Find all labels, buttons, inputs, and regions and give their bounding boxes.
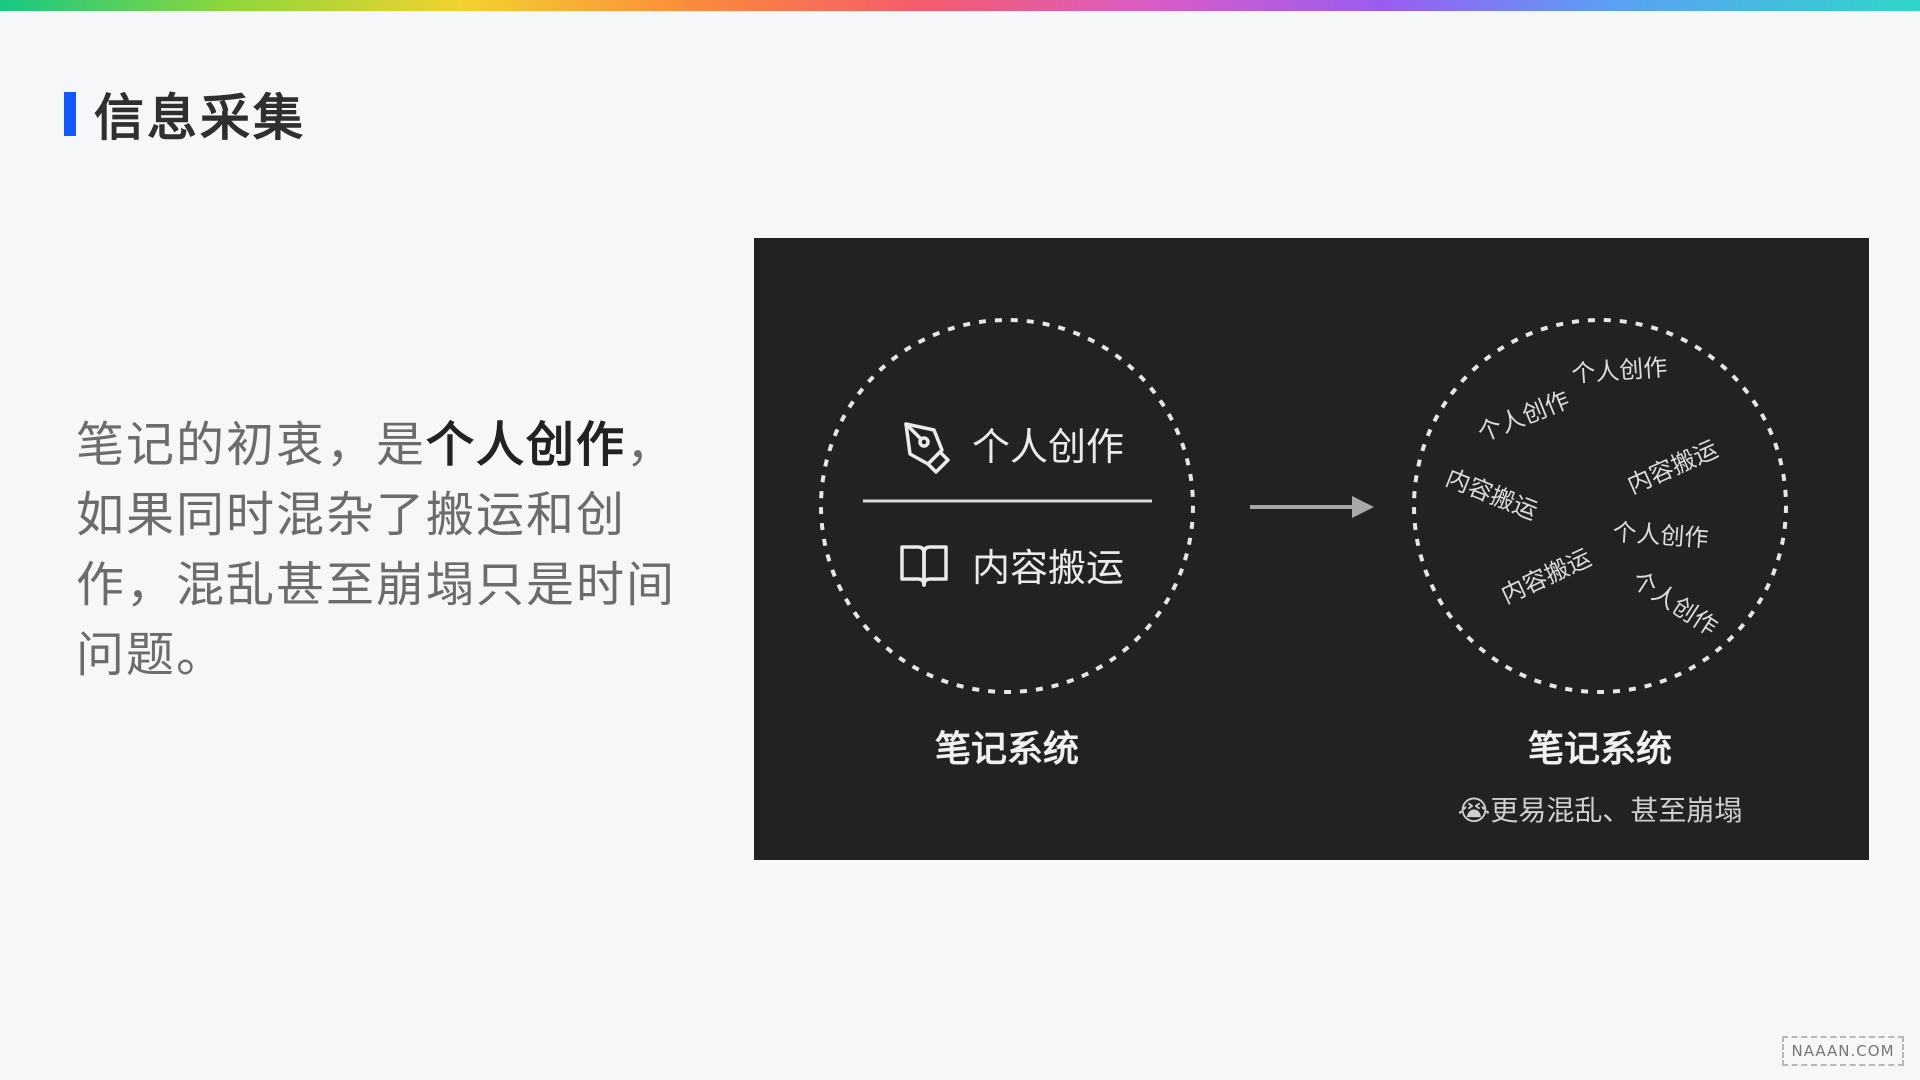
- left-item-personal-creation: 个人创作: [972, 425, 1124, 469]
- scattered-label: 内容搬运: [1442, 464, 1541, 526]
- rainbow-top-bar: [0, 0, 1920, 11]
- scattered-label: 个人创作: [1627, 566, 1723, 642]
- scattered-label: 内容搬运: [1623, 435, 1722, 500]
- page-title: 信息采集: [64, 86, 306, 147]
- crying-face-emoji: 😭: [1458, 794, 1491, 827]
- left-caption: 笔记系统: [935, 729, 1079, 770]
- scattered-label: 个人创作: [1612, 518, 1710, 553]
- right-dashed-circle: [1412, 318, 1788, 694]
- watermark-logo: NAAAN.COM: [1782, 1036, 1904, 1066]
- scattered-label: 内容搬运: [1497, 543, 1596, 609]
- scattered-label: 个人创作: [1570, 353, 1668, 388]
- diagram-panel: 个人创作 内容搬运 笔记系统 个人创作 个人创作 内容搬运 内容搬运 个人创作 …: [754, 238, 1869, 860]
- right-note-text: 更易混乱、甚至崩塌: [1490, 794, 1742, 827]
- right-caption: 笔记系统: [1528, 729, 1672, 770]
- body-text-emphasis: 个人创作: [426, 417, 627, 473]
- page-title-text: 信息采集: [94, 89, 306, 147]
- title-accent-bar: [64, 92, 76, 136]
- body-text-part2: ，如果同时混杂了搬运和创作，混乱甚至崩塌只是时间问题。: [76, 417, 677, 683]
- scattered-label: 个人创作: [1474, 386, 1573, 448]
- open-book-icon: [900, 545, 948, 587]
- pen-nib-icon: [904, 422, 950, 474]
- diagram-svg: 个人创作 内容搬运 笔记系统 个人创作 个人创作 内容搬运 内容搬运 个人创作 …: [819, 318, 1788, 827]
- body-text-part1: 笔记的初衷，是: [76, 417, 427, 473]
- left-dashed-circle: [819, 318, 1195, 694]
- body-paragraph: 笔记的初衷，是个人创作，如果同时混杂了搬运和创作，混乱甚至崩塌只是时间问题。: [76, 410, 686, 690]
- right-arrow-icon: [1250, 496, 1374, 518]
- left-item-content-transport: 内容搬运: [972, 546, 1124, 590]
- right-note: 😭更易混乱、甚至崩塌: [1458, 794, 1743, 827]
